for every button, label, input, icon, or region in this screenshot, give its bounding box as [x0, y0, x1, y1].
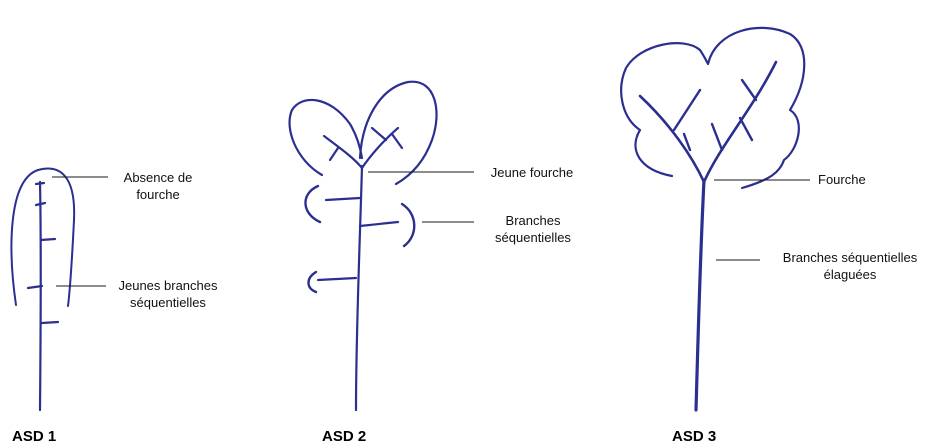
asd2-label-seq-line1: Branches	[506, 213, 561, 228]
asd1-caption: ASD 1	[12, 428, 56, 445]
asd2-bud-arc	[400, 202, 416, 248]
asd1-branch	[26, 284, 44, 290]
asd1-branch	[39, 237, 57, 242]
asd1-label-absence-line2: fourche	[136, 187, 179, 202]
asd1-label-absence-line1: Absence de	[124, 170, 193, 185]
asd2-fork-left	[322, 134, 364, 170]
asd2-crown-right-lobe	[358, 80, 438, 186]
asd2-twig	[390, 132, 404, 150]
asd1-label-young-line2: séquentielles	[130, 295, 206, 310]
asd3-fork-left	[638, 94, 706, 184]
asd2-caption: ASD 2	[322, 428, 366, 445]
asd3-twig	[740, 78, 758, 102]
asd2-label-fork: Jeune fourche	[491, 165, 573, 180]
tree-asd3: Fourche Branches séquentielles élaguées …	[620, 26, 918, 445]
asd1-label-young-line1: Jeunes branches	[118, 278, 218, 293]
asd3-label-fork: Fourche	[818, 172, 866, 187]
asd3-caption: ASD 3	[672, 428, 716, 445]
asd2-label-seq-line2: séquentielles	[495, 230, 571, 245]
asd2-side-branch	[316, 276, 358, 282]
tree-asd1: Absence de fourche Jeunes branches séque…	[10, 167, 218, 445]
asd3-twig	[682, 132, 692, 152]
asd3-twig	[710, 122, 724, 152]
asd1-branch	[34, 201, 47, 207]
asd2-bud-arc	[307, 270, 318, 294]
asd1-trunk	[38, 180, 42, 412]
asd3-label-pruned-line1: Branches séquentielles	[783, 250, 918, 265]
asd2-bud-arc	[304, 184, 322, 224]
asd2-crown-left-lobe	[288, 98, 364, 177]
asd3-twig	[672, 88, 702, 132]
asd2-side-branch	[324, 196, 362, 202]
asd3-fork-right	[702, 60, 778, 184]
asd3-twig	[738, 116, 754, 142]
asd3-crown-outline	[620, 26, 806, 190]
asd1-branch	[34, 181, 46, 186]
asd2-twig	[328, 146, 340, 162]
tree-asd2: Jeune fourche Branches séquentielles ASD…	[288, 80, 573, 445]
asd1-crown-outline	[10, 167, 76, 307]
asd3-label-pruned-line2: élaguées	[824, 267, 877, 282]
asd1-branch	[40, 320, 60, 325]
asd2-fork-right	[360, 126, 400, 170]
asd3-trunk	[694, 178, 706, 412]
asd2-trunk	[354, 164, 364, 412]
asd2-twig	[370, 126, 388, 142]
asd2-side-branch	[358, 220, 400, 228]
